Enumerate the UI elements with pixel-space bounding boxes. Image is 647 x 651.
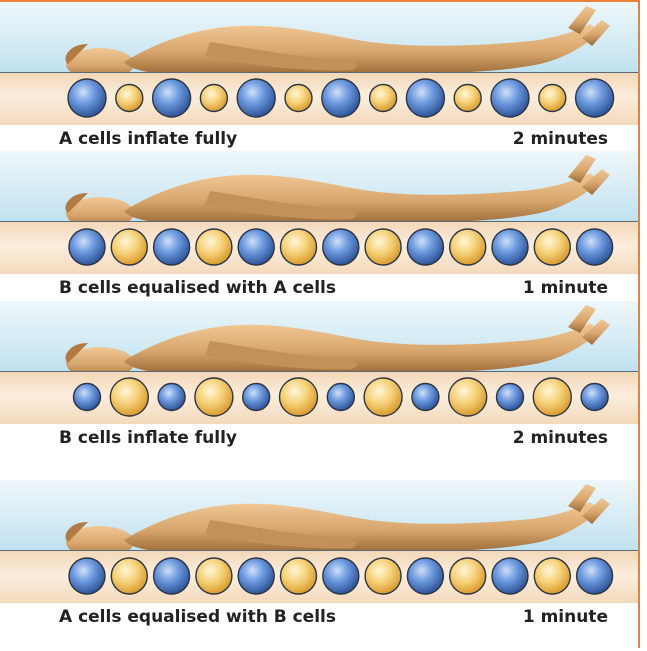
a-cell <box>581 384 608 411</box>
patient-figure <box>0 151 638 229</box>
phase-duration: 1 minute <box>523 607 608 627</box>
phase-panel-1: A cells inflate fully 2 minutes <box>0 2 638 163</box>
a-cell <box>492 229 528 265</box>
a-cell <box>69 229 105 265</box>
b-cell <box>450 558 486 594</box>
b-cell <box>370 85 397 112</box>
patient-figure <box>0 2 638 80</box>
b-cell <box>200 85 227 112</box>
phase-label: B cells inflate fully <box>59 428 237 448</box>
a-cell <box>154 229 190 265</box>
a-cell <box>327 384 354 411</box>
a-cell <box>153 79 191 117</box>
b-cell <box>111 558 147 594</box>
b-cell <box>111 229 147 265</box>
a-cell <box>407 229 443 265</box>
b-cell <box>450 229 486 265</box>
a-cell <box>158 384 185 411</box>
a-cell <box>68 79 106 117</box>
a-cell <box>323 558 359 594</box>
a-cell <box>323 229 359 265</box>
phase-panel-2: B cells equalised with A cells 1 minute <box>0 151 638 312</box>
phase-duration: 1 minute <box>523 278 608 298</box>
air-cells-row <box>0 371 638 423</box>
phase-panel-4: A cells equalised with B cells 1 minute <box>0 480 638 641</box>
a-cell <box>492 558 528 594</box>
b-cell <box>196 229 232 265</box>
b-cell <box>195 378 233 416</box>
b-cell <box>280 378 318 416</box>
phase-duration: 2 minutes <box>513 129 608 149</box>
b-cell <box>285 85 312 112</box>
phase-duration: 2 minutes <box>513 428 608 448</box>
a-cell <box>154 558 190 594</box>
a-cell <box>74 384 101 411</box>
b-cell <box>454 85 481 112</box>
air-cells-row <box>0 550 638 602</box>
a-cell <box>577 558 613 594</box>
b-cell <box>281 229 317 265</box>
phase-panel-3: B cells inflate fully 2 minutes <box>0 301 638 462</box>
b-cell <box>196 558 232 594</box>
b-cell <box>533 378 571 416</box>
a-cell <box>69 558 105 594</box>
a-cell <box>238 229 274 265</box>
a-cell <box>407 558 443 594</box>
a-cell <box>412 384 439 411</box>
b-cell <box>364 378 402 416</box>
phase-label: A cells equalised with B cells <box>59 607 336 627</box>
a-cell <box>322 79 360 117</box>
b-cell <box>534 558 570 594</box>
patient-figure <box>0 480 638 558</box>
b-cell <box>365 558 401 594</box>
phase-caption: A cells equalised with B cells 1 minute <box>0 602 638 636</box>
b-cell <box>539 85 566 112</box>
air-cells-row <box>0 221 638 273</box>
phase-label: B cells equalised with A cells <box>59 278 336 298</box>
patient-figure <box>0 301 638 379</box>
b-cell <box>449 378 487 416</box>
b-cell <box>534 229 570 265</box>
phase-label: A cells inflate fully <box>59 129 237 149</box>
a-cell <box>577 229 613 265</box>
a-cell <box>237 79 275 117</box>
a-cell <box>238 558 274 594</box>
a-cell <box>497 384 524 411</box>
b-cell <box>281 558 317 594</box>
a-cell <box>243 384 270 411</box>
a-cell <box>406 79 444 117</box>
a-cell <box>576 79 614 117</box>
b-cell <box>116 85 143 112</box>
a-cell <box>491 79 529 117</box>
b-cell <box>365 229 401 265</box>
phase-caption: B cells inflate fully 2 minutes <box>0 423 638 457</box>
b-cell <box>110 378 148 416</box>
air-cells-row <box>0 72 638 124</box>
